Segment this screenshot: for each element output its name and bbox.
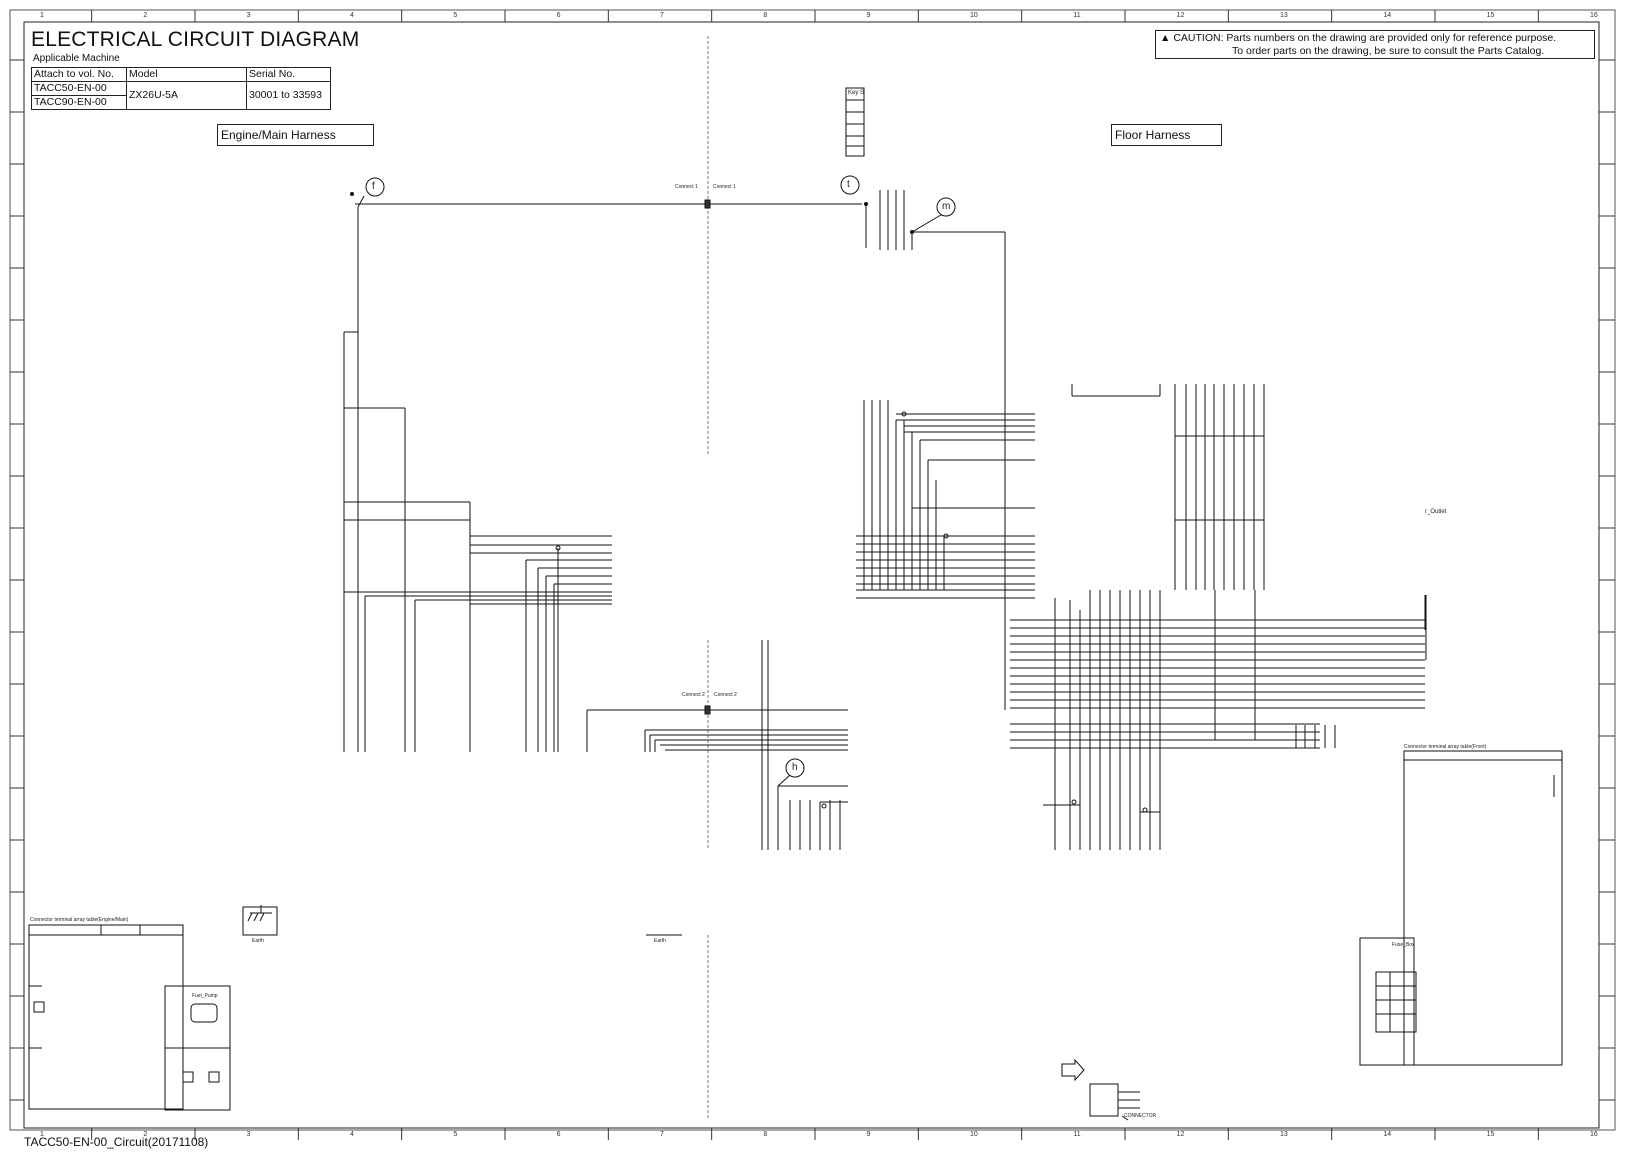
ruler-number-top: 2 [143, 12, 148, 19]
ruler-number-bottom: 7 [660, 1131, 664, 1138]
ruler-number-bottom: 9 [866, 1131, 871, 1138]
footer-document-id: TACC50-EN-00_Circuit(20171108) [24, 1135, 209, 1149]
col-attach-header: Attach to vol. No. [31, 67, 127, 82]
floor-harness-label: Floor Harness [1111, 124, 1222, 146]
earth-symbol [242, 905, 682, 936]
ruler-number-top: 8 [763, 12, 768, 19]
ruler-number-top: 4 [350, 12, 354, 19]
connector-label: CONNECTOR [1124, 1113, 1157, 1119]
marker-m-circle [936, 197, 956, 217]
col-serial-header: Serial No. [246, 67, 331, 82]
marker-h: h [792, 762, 798, 773]
connector-symbol [1061, 1058, 1140, 1121]
connect1-right-label: Connect 1 [713, 184, 736, 190]
ruler-number-bottom: 1 [40, 1131, 44, 1138]
marker-f: f [372, 181, 375, 192]
caution-line-1: CAUTION: Parts numbers on the drawing ar… [1173, 32, 1557, 44]
serial-value: 30001 to 33593 [246, 81, 331, 110]
marker-h-circle [785, 758, 805, 778]
ruler-number-top: 7 [660, 12, 664, 19]
fuse-box-label: Fuse_Box [1392, 942, 1415, 948]
connect1-block [704, 199, 711, 209]
connect1-left-label: Connect 1 [675, 184, 698, 190]
warning-icon: ▲ [1160, 32, 1171, 44]
ruler-number-bottom: 4 [350, 1131, 354, 1138]
ruler-number-bottom: 15 [1486, 1131, 1495, 1138]
key-switch-label: Key S [848, 90, 865, 96]
ruler-number-top: 6 [556, 12, 561, 19]
fuel-pump-connector [190, 1003, 218, 1023]
ruler-number-top: 9 [866, 12, 871, 19]
key-switch-box [845, 87, 865, 157]
ruler-number-top: 14 [1383, 12, 1392, 19]
ruler-number-bottom: 2 [143, 1131, 148, 1138]
outer-frame [9, 9, 1616, 1131]
ruler-number-top: 13 [1280, 12, 1288, 19]
ruler-number-bottom: 12 [1176, 1131, 1185, 1138]
ruler-number-bottom: 16 [1590, 1131, 1598, 1138]
ruler-number-bottom: 10 [970, 1131, 978, 1138]
ruler-number-bottom: 3 [246, 1131, 251, 1138]
caution-line-2: To order parts on the drawing, be sure t… [1232, 45, 1545, 57]
ruler-number-top: 16 [1590, 12, 1598, 19]
caution-box: ▲ CAUTION: Parts numbers on the drawing … [1155, 30, 1595, 59]
col-model-header: Model [126, 67, 247, 82]
fuse-box [1375, 971, 1417, 1033]
front-terminal-table [1359, 595, 1563, 1066]
connector-blocks [350, 87, 1148, 813]
marker-t: t [847, 179, 850, 190]
ruler-number-bottom: 13 [1280, 1131, 1288, 1138]
attach-vol-1: TACC50-EN-00 [31, 81, 127, 96]
marker-circles [365, 175, 956, 778]
inner-frame [23, 21, 1600, 1129]
connect2-block [704, 705, 711, 715]
ruler-number-top: 3 [246, 12, 251, 19]
connect2-left-label: Connect 2 [682, 692, 705, 698]
ruler-number-top: 12 [1176, 12, 1185, 19]
model-value: ZX26U-5A [126, 81, 247, 110]
ruler-number-bottom: 5 [453, 1131, 458, 1138]
engine-table-title: Connector terminal array table(Engine/Ma… [30, 917, 129, 923]
ruler-ticks [10, 10, 1615, 1140]
marker-f-circle [365, 177, 385, 197]
applicable-machine-label: Applicable Machine [33, 53, 120, 64]
ruler-number-bottom: 11 [1073, 1131, 1081, 1138]
ruler-number-top: 5 [453, 12, 458, 19]
earth-left-label: Earth [252, 938, 264, 944]
ruler-number-top: 15 [1486, 12, 1495, 19]
fuel-pump-label: Fuel_Pump [192, 993, 218, 999]
diagram-title: ELECTRICAL CIRCUIT DIAGRAM [31, 28, 360, 51]
connect2-right-label: Connect 2 [714, 692, 737, 698]
engine-main-harness-label: Engine/Main Harness [217, 124, 374, 146]
ruler-number-bottom: 14 [1383, 1131, 1392, 1138]
front-table-title: Connector terminal array table(Front) [1404, 744, 1487, 750]
ruler-number-bottom: 6 [556, 1131, 561, 1138]
ruler-number-bottom: 8 [763, 1131, 768, 1138]
engine-terminal-table [28, 924, 231, 1111]
ruler-number-top: 11 [1073, 12, 1081, 19]
floor-wiring [856, 190, 1426, 850]
applicable-machine-table: Attach to vol. No. Model Serial No. TACC… [31, 67, 331, 110]
attach-vol-2: TACC90-EN-00 [31, 95, 127, 110]
outlet-label: r_Outlet [1425, 509, 1447, 515]
ruler-number-top: 10 [970, 12, 978, 19]
earth-mid-label: Earth [654, 938, 666, 944]
ruler-number-top: 1 [40, 12, 44, 19]
marker-m: m [942, 201, 951, 212]
engine-main-wiring [343, 195, 862, 850]
marker-t-circle [840, 175, 860, 195]
